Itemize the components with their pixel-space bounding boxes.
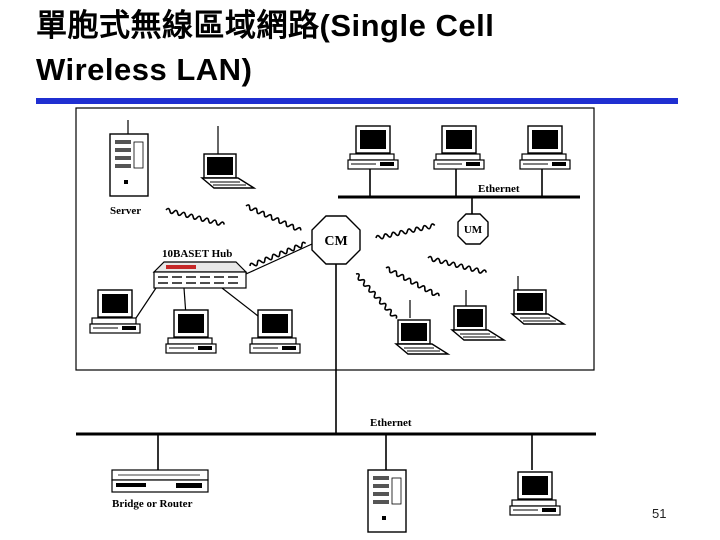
- server-tower: [109, 133, 149, 197]
- title-line-1: 單胞式無線區域網路(Single Cell: [36, 8, 495, 43]
- 10baset-hub: [152, 261, 248, 289]
- title-underline: [36, 98, 678, 104]
- um-label: UM: [464, 224, 483, 236]
- bridge-router: [111, 469, 209, 493]
- cm-node: [311, 215, 361, 265]
- bridge-label: Bridge or Router: [112, 498, 193, 510]
- page-number: 51: [652, 506, 667, 521]
- um-node: [457, 213, 489, 245]
- desktop-pc: [165, 309, 217, 354]
- cm-label: CM: [324, 234, 347, 249]
- title-line-2: Wireless LAN): [36, 52, 253, 87]
- ethernet-bottom-label: Ethernet: [370, 417, 412, 429]
- server-label: Server: [110, 205, 141, 217]
- desktop-pc: [347, 125, 399, 170]
- desktop-pc: [509, 471, 561, 516]
- ethernet-top-label: Ethernet: [478, 183, 520, 195]
- desktop-pc: [433, 125, 485, 170]
- desktop-pc: [249, 309, 301, 354]
- desktop-pc: [89, 289, 141, 334]
- ethernet-top-backbone: [338, 168, 580, 214]
- desktop-pc: [519, 125, 571, 170]
- hub-label: 10BASET Hub: [162, 248, 232, 260]
- server-tower: [367, 469, 407, 533]
- slide-title: 單胞式無線區域網路(Single Cell Wireless LAN): [36, 4, 676, 92]
